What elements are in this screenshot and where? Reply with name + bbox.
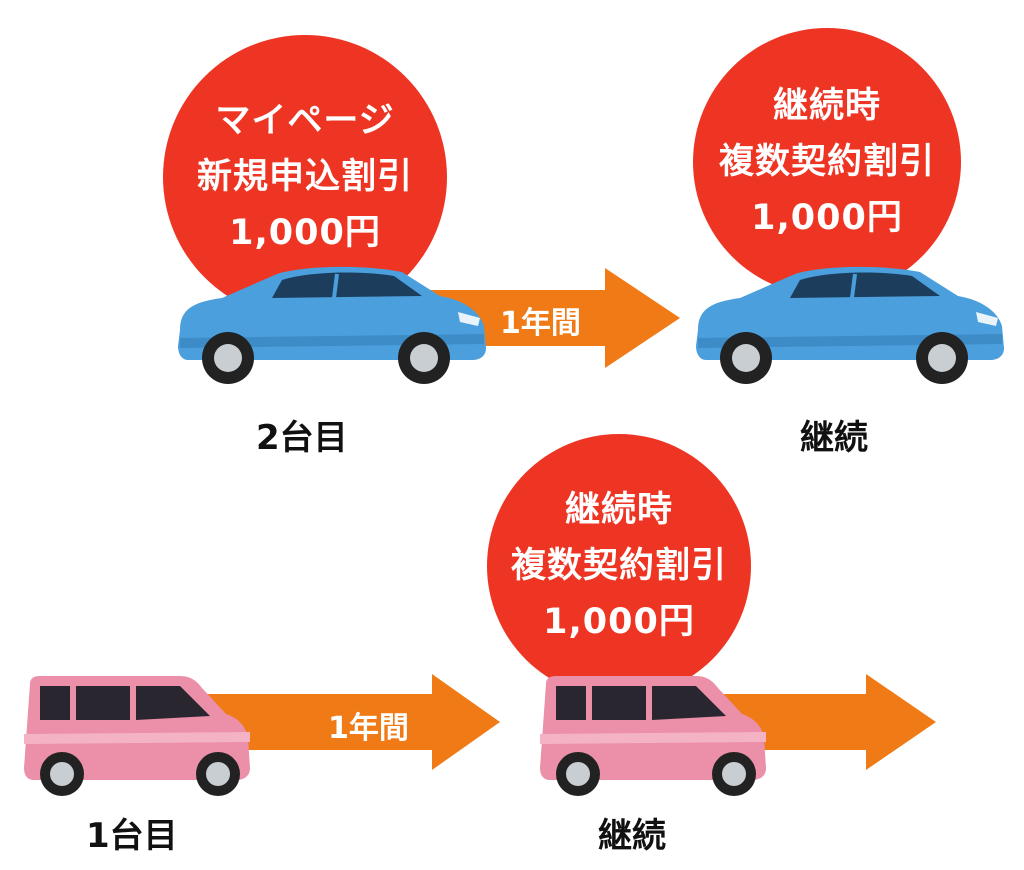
badge-line: 1,000円: [751, 198, 903, 238]
badge-line: 継続時: [772, 86, 881, 126]
badge-line: マイページ: [215, 101, 395, 141]
blue-car-icon: [178, 266, 486, 384]
blue-car-continued-icon: [696, 266, 1004, 384]
pink-car-continued-icon: [540, 676, 766, 796]
bottom-arrow-label: 1年間: [328, 711, 409, 746]
pink-car-icon: [24, 676, 250, 796]
caption-first-car: 1台目: [86, 816, 178, 856]
badge-line: 1,000円: [229, 213, 381, 253]
bottom-arrow-left-shape: [200, 674, 500, 770]
badge-line: 継続時: [564, 490, 673, 530]
caption-second-car-continue: 継続: [800, 418, 868, 458]
top-arrow-label: 1年間: [500, 306, 581, 341]
badge-mypage-discount: マイページ 新規申込割引 1,000円: [163, 35, 447, 319]
badge-line: 複数契約割引: [718, 142, 935, 182]
caption-first-car-continue: 継続: [598, 816, 666, 856]
badge-line: 複数契約割引: [510, 546, 727, 586]
badge-line: 新規申込割引: [196, 157, 413, 197]
badge-multi-contract-discount-top: 継続時 複数契約割引 1,000円: [693, 28, 961, 296]
badge-line: 1,000円: [543, 602, 695, 642]
caption-second-car: 2台目: [256, 418, 348, 458]
badge-multi-contract-discount-bottom: 継続時 複数契約割引 1,000円: [487, 434, 751, 698]
